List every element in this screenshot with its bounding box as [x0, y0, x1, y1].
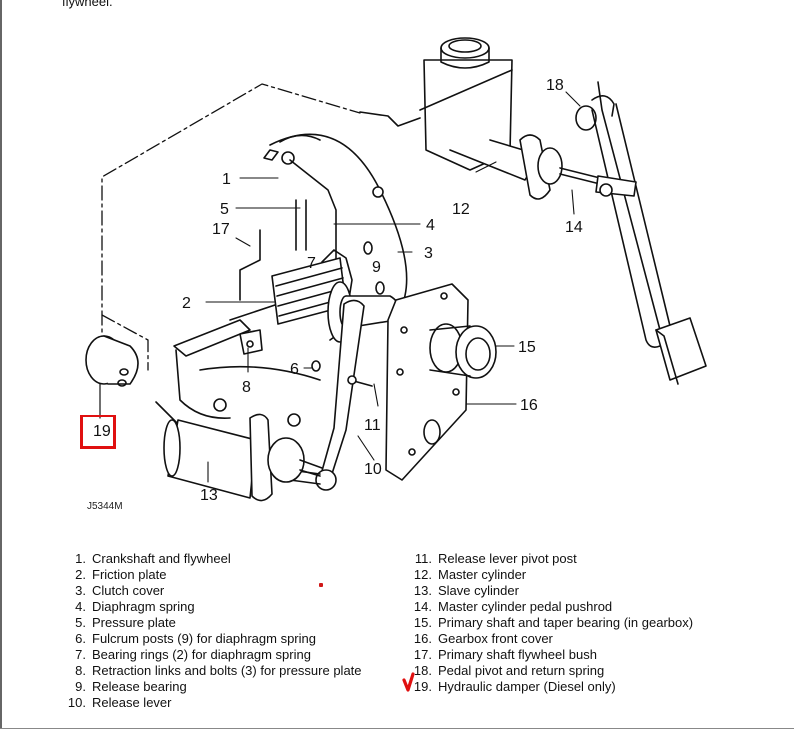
callout-9: 9 [372, 259, 381, 276]
callout-4: 4 [426, 217, 435, 234]
gearbox-cover-part [385, 283, 497, 481]
callout-7: 7 [307, 255, 316, 272]
callout-16: 16 [520, 397, 538, 414]
release-lever-part [289, 299, 373, 491]
callout-labels: 1 2 3 4 5 6 7 8 9 10 11 12 13 14 15 16 1… [87, 77, 583, 512]
callout-10: 10 [364, 461, 382, 478]
callout-5: 5 [220, 201, 229, 218]
legend-item: 3.Clutch cover [75, 583, 165, 598]
master-cylinder-part [359, 37, 601, 200]
hydraulic-damper-part [85, 335, 139, 419]
callout-19-highlight-box [80, 415, 116, 449]
legend-item: 12.Master cylinder [413, 567, 527, 582]
callout-13: 13 [200, 487, 218, 504]
callout-6: 6 [290, 361, 299, 378]
callout-17: 17 [212, 221, 230, 238]
previous-page-text: flywheel. [62, 0, 113, 9]
legend-item: 6.Fulcrum posts (9) for diaphragm spring [75, 631, 316, 646]
callout-8: 8 [242, 379, 251, 396]
legend-item: 9.Release bearing [75, 679, 187, 694]
parts-legend-right: 11.Release lever pivot post 12.Master cy… [406, 551, 693, 695]
callout-1: 1 [222, 171, 231, 188]
legend-item: 1.Crankshaft and flywheel [75, 551, 231, 566]
legend-item: 17.Primary shaft flywheel bush [413, 647, 597, 662]
clutch-assembly-diagram: 1 2 3 4 5 6 7 8 9 10 11 12 13 14 15 16 1… [85, 37, 707, 512]
callout-19: 19 [93, 423, 111, 440]
legend-item: 8.Retraction links and bolts (3) for pre… [75, 663, 362, 678]
callout-15: 15 [518, 339, 536, 356]
legend-item: 10.Release lever [67, 695, 172, 710]
callout-11: 11 [364, 417, 381, 434]
clutch-housing-part [173, 133, 408, 427]
annotation-red-dot [319, 583, 323, 587]
clutch-pedal-part [575, 81, 707, 385]
figure-code: J5344M [87, 501, 123, 512]
callout-3: 3 [424, 245, 433, 262]
legend-item: 2.Friction plate [75, 567, 167, 582]
callout-12: 12 [452, 201, 470, 218]
callout-2: 2 [182, 295, 191, 312]
slave-cylinder-part [155, 401, 323, 502]
hydraulic-pipe-dashed-route [101, 83, 361, 376]
callout-18: 18 [546, 77, 564, 94]
callout-leader-lines [205, 91, 581, 483]
red-checkmark-icon [402, 672, 415, 692]
page-left-border [0, 0, 2, 729]
legend-item: 14.Master cylinder pedal pushrod [413, 599, 613, 614]
legend-item: 15.Primary shaft and taper bearing (in g… [413, 615, 694, 630]
legend-item: 11.Release lever pivot post [414, 551, 577, 566]
parts-legend-left: 1.Crankshaft and flywheel 2.Friction pla… [60, 551, 362, 711]
legend-item: 16.Gearbox front cover [413, 631, 553, 646]
callout-14: 14 [565, 219, 583, 236]
legend-item: 5.Pressure plate [75, 615, 176, 630]
legend-item-highlighted: 19.Hydraulic damper (Diesel only) [413, 679, 616, 694]
legend-item: 18.Pedal pivot and return spring [413, 663, 605, 678]
legend-item: 13.Slave cylinder [413, 583, 519, 598]
legend-item: 7.Bearing rings (2) for diaphragm spring [75, 647, 311, 662]
legend-item: 4.Diaphragm spring [75, 599, 195, 614]
